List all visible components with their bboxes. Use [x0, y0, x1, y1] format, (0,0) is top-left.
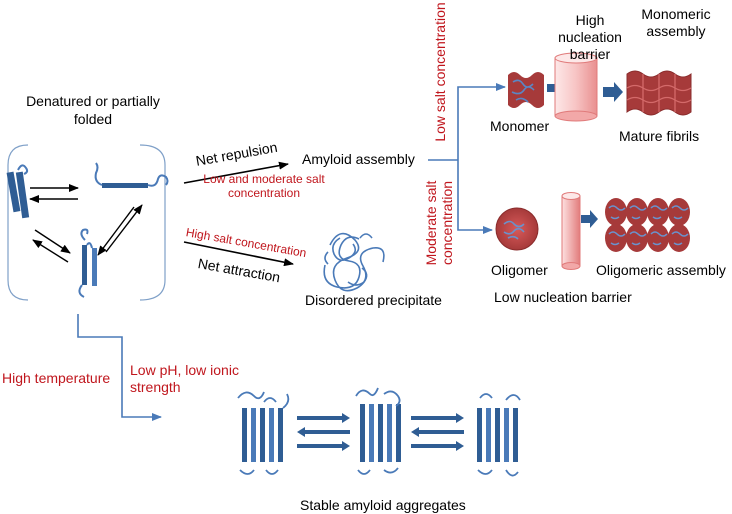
low-nucleation-barrier-cylinder [561, 192, 581, 270]
high-temperature-label: High temperature [2, 370, 111, 386]
disordered-precipitate-label: Disordered precipitate [305, 292, 442, 308]
stable-aggregates-label: Stable amyloid aggregates [300, 497, 466, 513]
eq-arrow-down [34, 229, 71, 254]
amyloid-assembly-label: Amyloid assembly [302, 151, 415, 167]
monomeric-assembly-label: Monomeric assembly [641, 6, 711, 39]
eq-arrow-up-right [105, 204, 143, 253]
oligomeric-assembly-label: Oligomeric assembly [596, 262, 726, 278]
equilibrium-arrows-left [297, 413, 350, 451]
low-nucleation-barrier-label: Low nucleation barrier [494, 289, 632, 305]
moderate-salt-vertical-label: Moderate salt concentration [423, 180, 455, 266]
net-repulsion-arrow [183, 161, 289, 184]
stable-aggregate-1 [237, 391, 290, 475]
denatured-bracket-right [139, 144, 166, 301]
low-moderate-salt-label: Low and moderate salt concentration [203, 172, 325, 200]
net-attraction-arrow [183, 241, 294, 267]
cylinder-to-fibril-arrow [603, 82, 623, 102]
denatured-bracket-left [7, 144, 29, 301]
denatured-strand-horizontal [94, 162, 169, 188]
monomer-label: Monomer [490, 118, 550, 134]
low-ph-label: Low pH, low ionic strength [130, 362, 239, 395]
mature-fibrils-label: Mature fibrils [619, 128, 700, 144]
low-salt-vertical-label: Low salt concentration [432, 2, 448, 142]
eq-arrow-down-left [97, 206, 135, 256]
eq-arrow-up [32, 239, 69, 263]
disordered-precipitate-tangle [323, 232, 385, 292]
oligomer-sphere [495, 207, 539, 251]
high-temp-path [77, 314, 162, 421]
oligomer-label: Oligomer [491, 262, 548, 278]
oligomeric-assembly [605, 198, 690, 252]
denatured-hairpin [78, 228, 97, 298]
cylinder-to-oligomeric-arrow [581, 210, 598, 228]
branch-moderate-salt [457, 160, 493, 234]
monomer-fibril [508, 72, 544, 108]
mature-fibril-assembly [626, 70, 692, 116]
stable-aggregate-3 [477, 393, 521, 477]
high-nucleation-barrier-cylinder [554, 52, 598, 122]
high-nucleation-barrier-label: High nucleation barrier [558, 12, 622, 62]
denatured-label: Denatured or partially folded [26, 93, 160, 127]
branch-low-salt [457, 83, 506, 160]
stable-aggregate-2 [355, 387, 401, 475]
equilibrium-arrows-right [411, 413, 464, 451]
denatured-strand-pair [6, 164, 30, 219]
